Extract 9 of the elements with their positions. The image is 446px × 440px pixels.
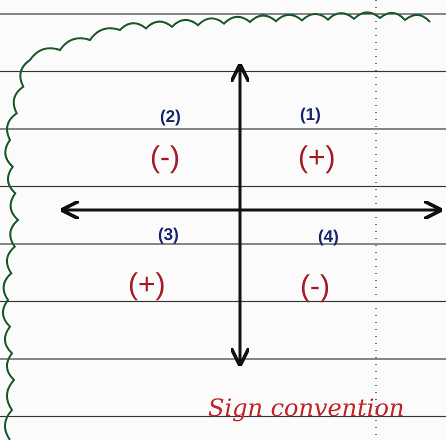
quadrant-number: (4) — [318, 228, 339, 245]
sign-label: (+) — [298, 143, 336, 173]
quadrant-number: (1) — [300, 106, 321, 123]
caption: Sign convention — [208, 396, 404, 420]
sign-label: (+) — [128, 270, 166, 300]
sign-label: (-) — [150, 143, 180, 173]
sign-label: (-) — [300, 272, 330, 302]
quadrant-number: (2) — [160, 108, 181, 125]
quadrant-number: (3) — [158, 226, 179, 243]
